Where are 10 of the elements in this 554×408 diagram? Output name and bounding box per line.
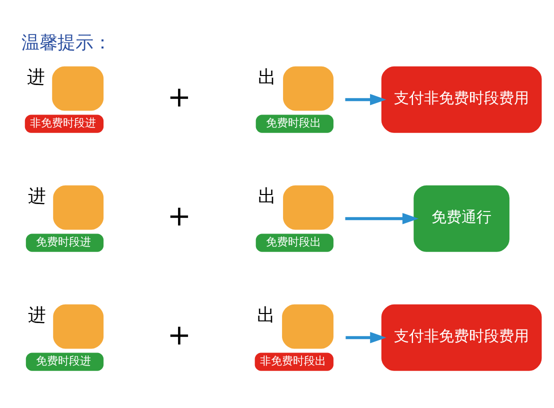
label: +	[167, 199, 192, 232]
node-box: 支付非免费时段费用	[381, 304, 542, 370]
node-box: 免费通行	[414, 184, 510, 252]
arrow	[345, 93, 386, 105]
arrow	[345, 212, 419, 224]
label: +	[167, 318, 192, 352]
node-box: 支付非免费时段费用	[381, 66, 542, 132]
label: +	[167, 80, 192, 114]
diagram-title: 温馨提示：	[22, 32, 112, 54]
arrow	[346, 331, 386, 343]
